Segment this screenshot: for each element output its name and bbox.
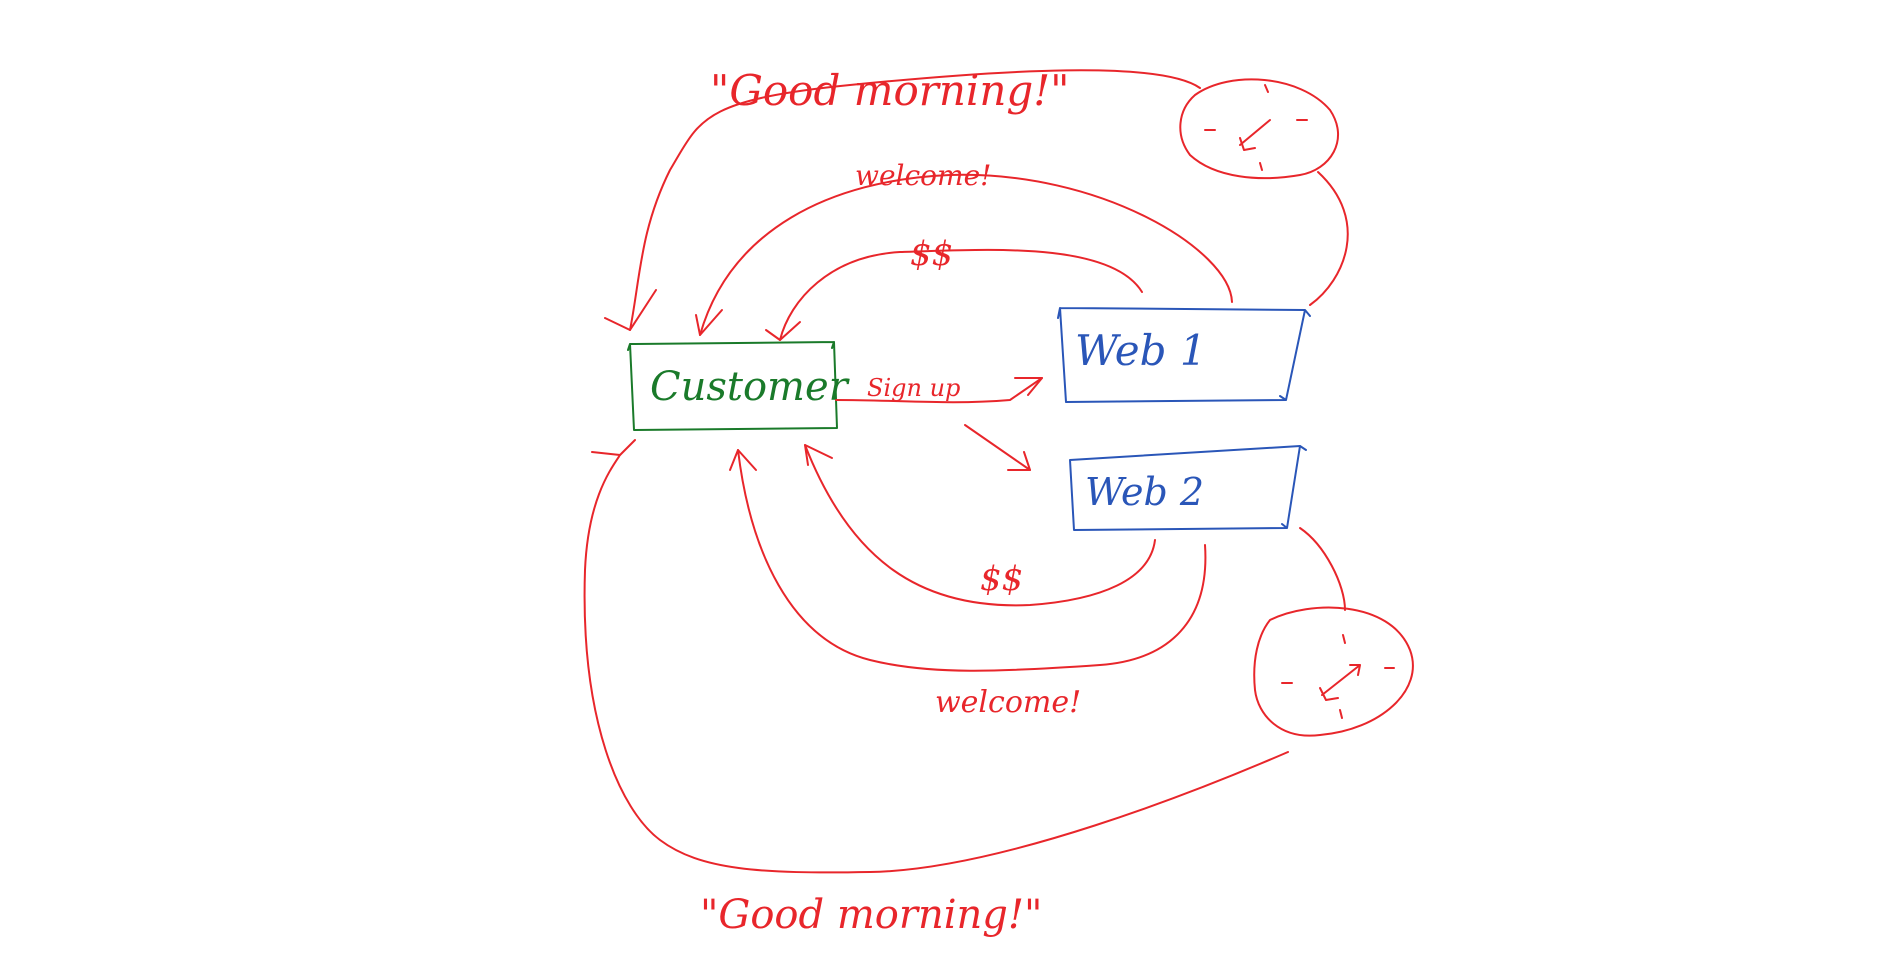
good-morning-top-label: "Good morning!" [710,66,1069,115]
web2-node: Web 2 [1069,445,1307,531]
web1-label: Web 1 [1075,326,1207,375]
edge-money-top: $$ [765,234,1143,341]
web1-box [1057,307,1311,403]
money-bottom-label: $$ [980,559,1023,599]
money-top-label: $$ [910,234,953,274]
bottom-clock-icon [1253,606,1414,737]
customer-box [627,341,838,431]
edge-web2-clock [1299,527,1346,611]
edge-welcome-top: welcome! [695,159,1233,336]
customer-label: Customer [650,364,851,410]
edge-money-bottom: $$ [804,444,1156,607]
web2-label: Web 2 [1085,470,1204,514]
web2-box [1069,445,1307,531]
customer-node: Customer [627,341,851,431]
good-morning-bottom-label: "Good morning!" [700,892,1042,938]
edge-welcome-bottom: welcome! [729,449,1207,720]
edge-good-morning-bottom: "Good morning!" [583,439,1289,938]
edge-clock-web1 [1309,171,1349,306]
top-clock-icon [1179,78,1340,180]
edge-good-morning-top: "Good morning!" [604,66,1201,331]
welcome-top-label: welcome! [855,159,991,192]
sign-up-label: Sign up [867,374,960,402]
web1-node: Web 1 [1057,307,1311,403]
welcome-bottom-label: welcome! [935,685,1081,720]
edge-sign-up: Sign up [835,374,1043,471]
